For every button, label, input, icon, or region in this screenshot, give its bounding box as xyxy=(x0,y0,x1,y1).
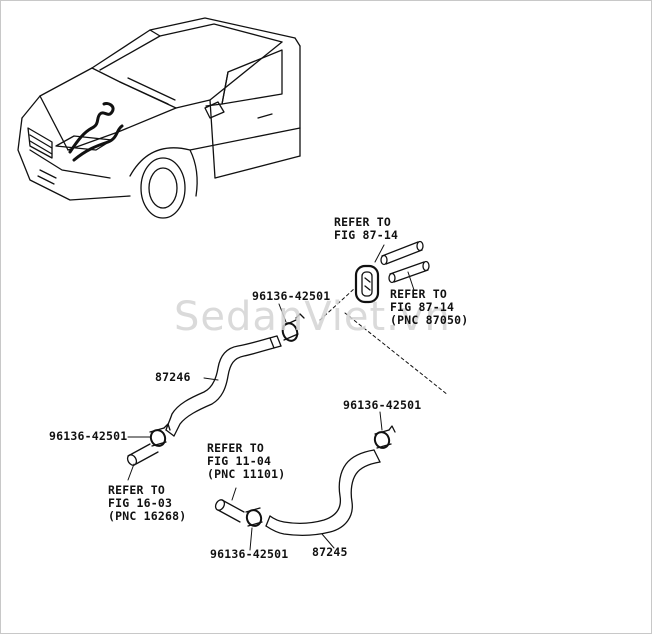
label-refer-fig-16-03: REFER TO FIG 16-03 (PNC 16268) xyxy=(108,484,186,523)
hose-87246 xyxy=(165,335,282,437)
label-line: FIG 87-14 xyxy=(390,300,455,314)
label-line: REFER TO xyxy=(207,441,264,455)
label-hose-87246: 87246 xyxy=(155,370,191,384)
label-line: FIG 87-14 xyxy=(334,228,399,242)
label-clamp-left: 96136-42501 xyxy=(49,429,128,443)
clamp-right xyxy=(373,425,396,449)
car-illustration xyxy=(17,17,301,219)
leader-lines xyxy=(127,303,383,551)
clamp-bottom xyxy=(245,507,263,527)
label-hose-87245: 87245 xyxy=(312,545,348,559)
pipe-bottom xyxy=(214,499,245,523)
label-line: FIG 16-03 xyxy=(108,496,173,510)
label-clamp-right: 96136-42501 xyxy=(343,398,422,412)
pipe-left xyxy=(126,443,159,481)
clamp-upper xyxy=(281,313,305,342)
connector-grommet xyxy=(354,264,380,304)
label-line: REFER TO xyxy=(390,287,447,301)
label-clamp-bottom: 96136-42501 xyxy=(210,547,289,561)
label-line: (PNC 11101) xyxy=(207,467,286,481)
connector-pipes xyxy=(374,240,430,291)
label-line: REFER TO xyxy=(108,483,165,497)
label-line: FIG 11-04 xyxy=(207,454,272,468)
label-line: REFER TO xyxy=(334,215,391,229)
label-line: (PNC 16268) xyxy=(108,509,187,523)
label-clamp-upper: 96136-42501 xyxy=(252,289,331,303)
watermark-text: SedanViet.vn xyxy=(174,294,451,340)
dashed-guides xyxy=(319,287,449,396)
hose-87245 xyxy=(265,449,381,536)
label-line: (PNC 87050) xyxy=(390,313,469,327)
clamp-left xyxy=(149,423,171,447)
label-refer-fig-87-14-top: REFER TO FIG 87-14 xyxy=(334,216,398,242)
label-refer-fig-87-14-right: REFER TO FIG 87-14 (PNC 87050) xyxy=(390,288,468,327)
label-refer-fig-11-04: REFER TO FIG 11-04 (PNC 11101) xyxy=(207,442,285,481)
